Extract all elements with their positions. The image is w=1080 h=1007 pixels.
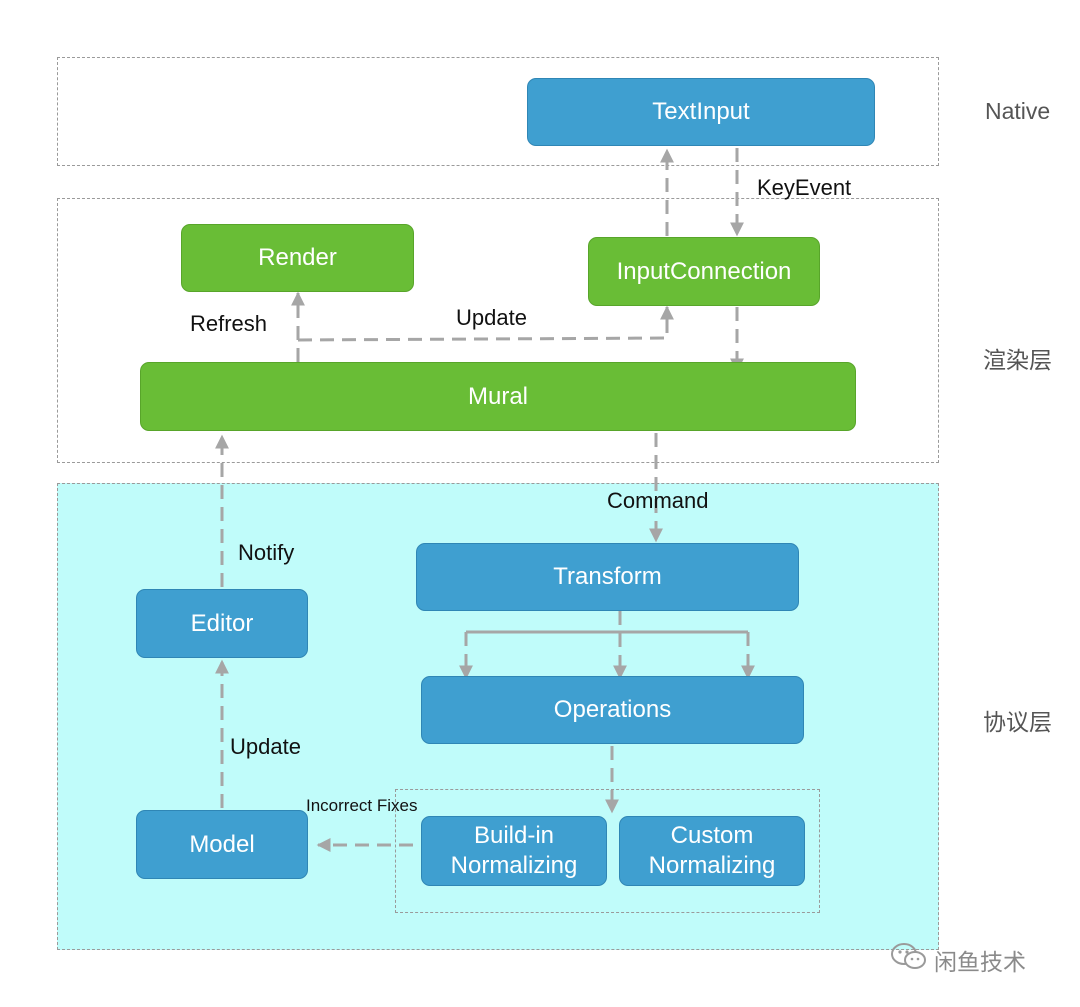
- edge-label-update-top: Update: [456, 305, 527, 330]
- node-operations: Operations: [421, 676, 804, 744]
- watermark: 闲鱼技术: [890, 942, 1026, 978]
- native-layer-box: [57, 57, 939, 166]
- layer-label-protocol: 协议层: [983, 709, 1052, 735]
- edge-update-top: [297, 305, 674, 342]
- node-textinput: TextInput: [527, 78, 875, 146]
- node-model: Model: [136, 810, 308, 879]
- edge-label-keyevent: KeyEvent: [757, 175, 852, 200]
- edge-label-command: Command: [607, 488, 709, 513]
- node-editor: Editor: [136, 589, 308, 658]
- node-buildin-normalizing: Build-in Normalizing: [421, 816, 607, 886]
- edge-label-incorrect-fixes: Incorrect Fixes: [306, 796, 418, 815]
- node-inputconnection: InputConnection: [588, 237, 820, 306]
- layer-label-native: Native: [985, 98, 1051, 124]
- node-custom-normalizing: Custom Normalizing: [619, 816, 805, 886]
- node-transform: Transform: [416, 543, 799, 611]
- render-layer-box: [57, 198, 939, 463]
- node-render: Render: [181, 224, 414, 292]
- watermark-text: 闲鱼技术: [934, 949, 1026, 975]
- wechat-icon: [890, 942, 928, 978]
- edge-label-update-left: Update: [230, 734, 301, 759]
- edge-label-refresh: Refresh: [190, 311, 268, 336]
- edge-label-notify: Notify: [238, 540, 295, 565]
- node-mural: Mural: [140, 362, 856, 431]
- normalizing-group-box: [395, 789, 820, 913]
- layer-label-render: 渲染层: [983, 347, 1052, 373]
